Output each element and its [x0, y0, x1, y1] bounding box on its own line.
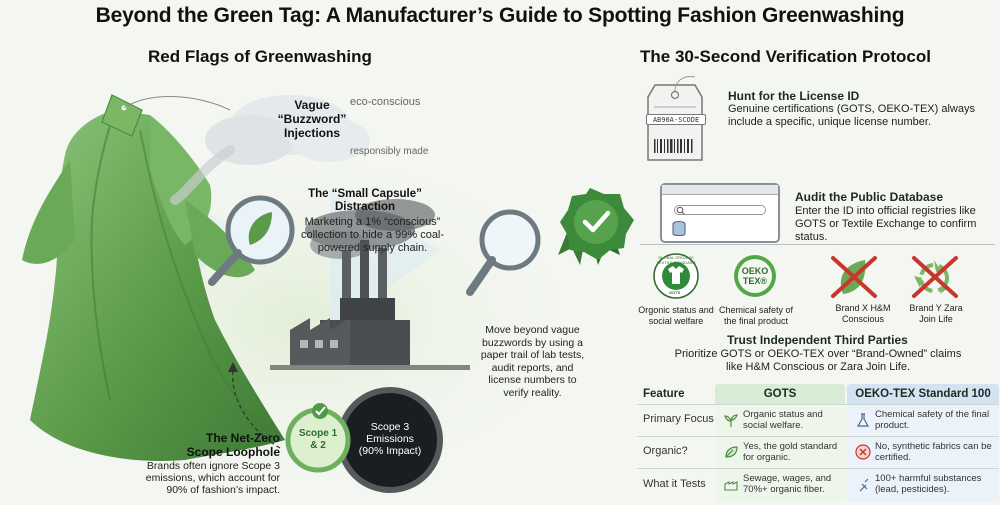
netzero-text: Brands often ignore Scope 3 emissions, w…: [145, 460, 280, 496]
table-header-gots: GOTS: [715, 384, 845, 404]
magnifier-right: [466, 209, 541, 296]
search-icon: [676, 206, 685, 215]
scope12-label: Scope 1 & 2: [298, 428, 338, 451]
page-title: Beyond the Green Tag: A Manufacturer’s G…: [95, 4, 905, 27]
gots-caption: Orgonic status and social welfare: [638, 305, 714, 326]
greenwashing-illustration: [0, 94, 634, 505]
table-cell-oeko: 100+ harmful substances (lead, pesticide…: [875, 473, 982, 495]
table-cell-gots: Organic status and social welfare.: [743, 409, 823, 431]
gots-badge-icon: [653, 253, 699, 299]
third-party-text: Prioritize GOTS or OEKO-TEX over “Brand-…: [674, 348, 962, 373]
verified-check-badge: [558, 188, 634, 265]
no-cross-icon: [855, 444, 871, 460]
smoke-cloud: [170, 95, 370, 205]
oeko-caption: Chemical safety of the final product: [718, 305, 794, 326]
factory-icon: [724, 481, 738, 491]
coal-factory: [270, 199, 470, 370]
magnifier-left: [208, 195, 295, 286]
database-search-bar: [674, 205, 766, 215]
oeko-badge-text: OEKO TEX®: [741, 266, 769, 286]
database-icon: [672, 221, 686, 236]
buzzword-word-responsible: responsibly made: [350, 146, 429, 157]
license-text: Genuine certifications (GOTS, OEKO-TEX) …: [728, 103, 975, 128]
table-header-oeko: OEKO-TEX Standard 100: [847, 384, 999, 404]
capsule-text: Marketing a 1% “conscious” collection to…: [300, 216, 445, 254]
brand-x-crossed-icon: [831, 256, 877, 298]
scope-rings: [285, 387, 443, 493]
license-title: Hunt for the License ID: [728, 89, 860, 103]
license-code-box: AB90A-SCODE: [646, 114, 706, 125]
database-title: Audit the Public Database: [795, 190, 944, 204]
red-flags-heading: Red Flags of Greenwashing: [148, 47, 372, 66]
gots-badge-sub: GOTS: [669, 290, 681, 295]
database-text: Enter the ID into official registries li…: [795, 205, 977, 243]
verify-text: Move beyond vague buzzwords by using a p…: [480, 324, 585, 399]
brand-y-crossed-icon: [912, 256, 958, 298]
green-dress-illustration: [22, 94, 285, 461]
leaf-icon: [725, 446, 738, 458]
table-row-feature: Primary Focus: [643, 413, 714, 425]
netzero-title: The Net-Zero Scope Loophole: [186, 431, 280, 459]
brand-y-caption: Brand Y Zara Join Life: [909, 303, 963, 324]
table-cell-gots: Sewage, wages, and 70%+ organic fiber.: [743, 473, 832, 495]
capsule-title: The “Small Capsule” Distraction: [308, 188, 422, 213]
table-cell-oeko: Chemical safety of the final product.: [875, 409, 990, 431]
brand-x-caption: Brand X H&M Conscious: [835, 303, 891, 324]
table-cell-gots: Yes, the gold standard for organic.: [743, 441, 838, 463]
divider: [640, 244, 995, 245]
sprout-icon: [724, 414, 738, 427]
scope3-label: Scope 3 Emissions (90% Impact): [358, 421, 422, 457]
oeko-badge-icon: [734, 255, 776, 297]
buzzword-word-eco: eco-conscious: [350, 96, 421, 108]
spray-icon: [859, 478, 869, 492]
table-cell-oeko: No, synthetic fabrics can be certified.: [875, 441, 992, 463]
table-row-feature: What it Tests: [643, 478, 706, 490]
buzzword-title: Vague “Buzzword” Injections: [277, 98, 347, 140]
table-row-feature: Organic?: [643, 445, 688, 457]
gots-badge-text: GLOBAL ORGANIC TEXTILE STANDARD: [656, 255, 696, 265]
table-header-feature: Feature: [643, 388, 685, 400]
verification-heading: The 30-Second Verification Protocol: [640, 47, 931, 66]
comparison-table: Feature GOTS OEKO-TEX Standard 100 Prima…: [637, 384, 999, 502]
flask-icon: [856, 413, 870, 427]
third-party-title: Trust Independent Third Parties: [727, 333, 908, 347]
database-browser-window: [660, 183, 780, 243]
